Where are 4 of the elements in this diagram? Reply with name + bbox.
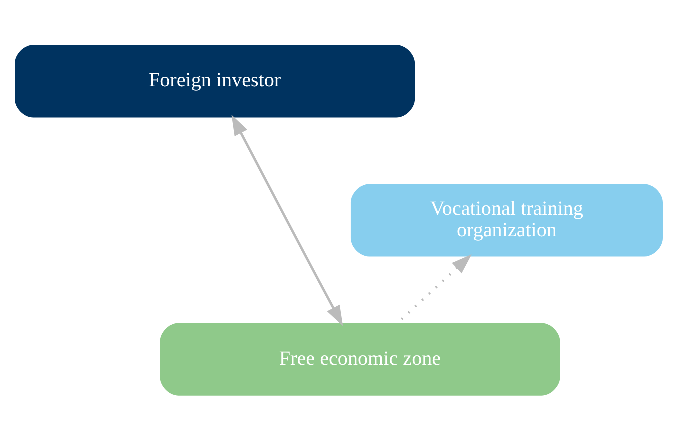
node-box: Foreign investor xyxy=(15,44,416,118)
arrow xyxy=(232,114,344,326)
node-box: Free economic zone xyxy=(160,322,560,396)
node-box: Vocational training organization xyxy=(350,184,663,256)
